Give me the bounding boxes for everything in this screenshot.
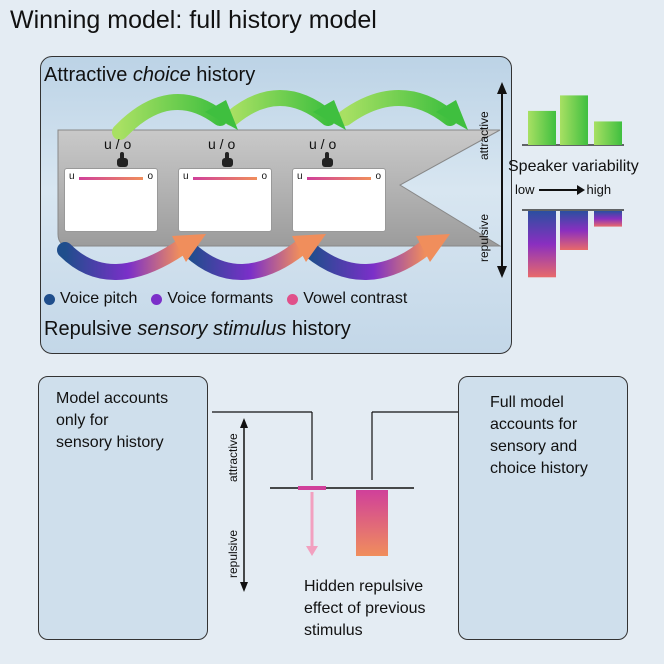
vowel-dot-icon [287, 293, 299, 305]
legend-item-formants: Voice formants [151, 290, 273, 308]
middle-repulsive-label: repulsive [226, 529, 240, 578]
legend-item-pitch: Voice pitch [44, 290, 137, 308]
choice-label-3: u / o [309, 136, 337, 152]
attractive-bar [594, 121, 622, 145]
repulsive-bar [560, 211, 588, 250]
hidden-effect-arrow [306, 492, 318, 556]
middle-attractive-label: attractive [226, 433, 240, 482]
attractive-arrowheads [205, 100, 468, 130]
hidden-effect-bar [298, 486, 326, 490]
legend: Voice pitch Voice formants Vowel contras… [44, 290, 407, 308]
choice-label-2: u / o [208, 136, 236, 152]
attractive-history-label: Attractive choice history [44, 64, 256, 86]
speaker-variability-bars [528, 95, 622, 278]
middle-axis [212, 411, 458, 592]
attractive-bar [560, 95, 588, 145]
attractive-arrows [112, 90, 458, 140]
choice-label-1: u / o [104, 136, 132, 152]
hand-cursor-icons [117, 152, 333, 167]
repulsive-arrows [57, 240, 433, 280]
speaker-repulsive-label: repulsive [477, 213, 491, 262]
pitch-dot-icon [44, 293, 55, 305]
sensory-only-model-panel [38, 376, 208, 640]
repulsive-arrowheads [172, 234, 450, 262]
legend-item-vowel: Vowel contrast [287, 290, 407, 308]
repulsive-bar [594, 211, 622, 227]
repulsive-history-label: Repulsive sensory stimulus history [44, 318, 351, 340]
formants-dot-icon [151, 293, 163, 305]
full-model-panel [458, 376, 628, 640]
attractive-bar [528, 110, 556, 145]
repulsive-bar [528, 211, 556, 278]
speaker-variability-label: Speaker variability [508, 158, 639, 175]
speaker-attractive-label: attractive [477, 111, 491, 160]
full-model-bar [356, 490, 388, 556]
right-arrow-icon [538, 184, 585, 195]
figure-title: Winning model: full history model [10, 6, 377, 34]
